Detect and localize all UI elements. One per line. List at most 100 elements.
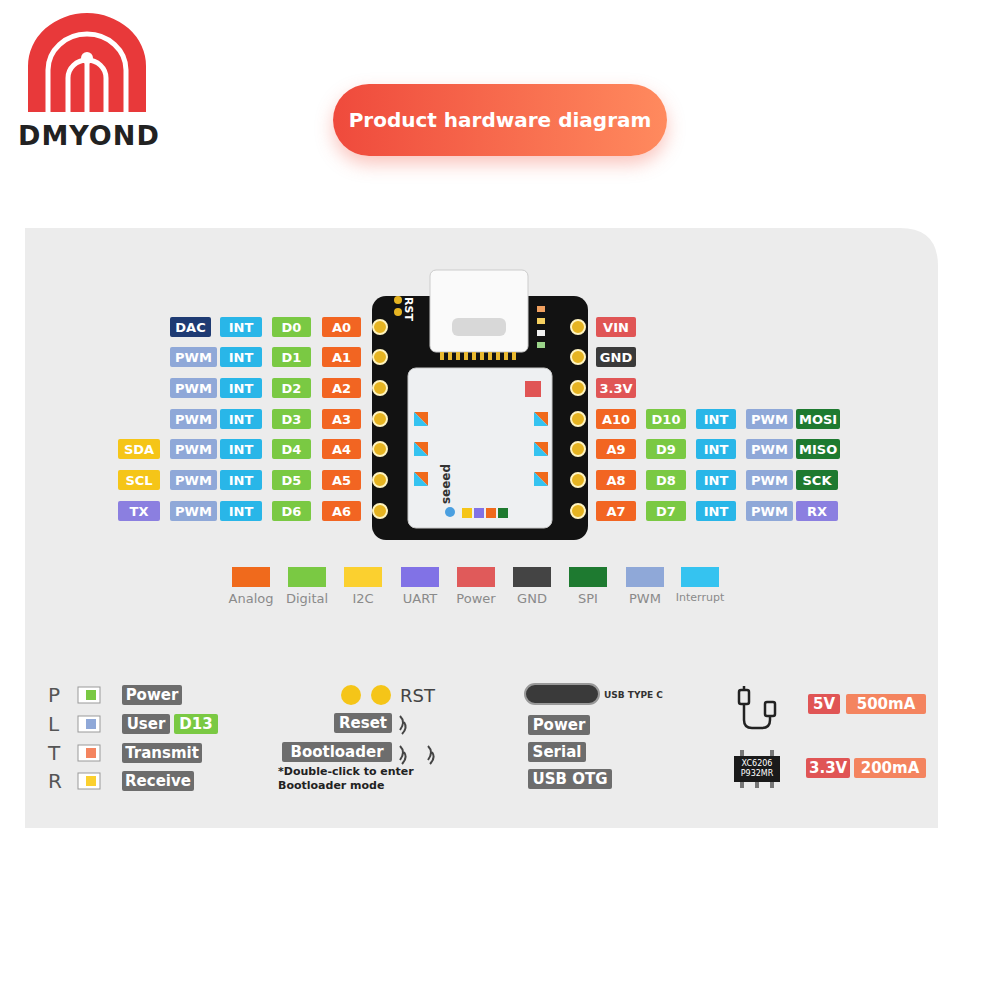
pin-tag: SDA: [118, 439, 160, 459]
cable-icon: [739, 686, 775, 728]
pin-tag: D8: [646, 470, 686, 490]
pin-tag: PWM: [746, 439, 793, 459]
legend-swatch: [232, 567, 270, 587]
label-text: *Double-click to enter Bootloader mode: [278, 765, 438, 793]
pin-tag: TX: [118, 501, 160, 521]
pin-tag: D2: [272, 378, 311, 398]
legend-label: Interrupt: [670, 591, 730, 604]
legend-swatch: [288, 567, 326, 587]
pin-tag: A6: [322, 501, 361, 521]
label-text: P932MR: [736, 769, 778, 779]
legend-swatch: [401, 567, 439, 587]
pin-tag: INT: [696, 409, 736, 429]
label-text: XC6206: [736, 759, 778, 769]
pin-tag: 3.3V: [806, 758, 850, 778]
pin-tag: INT: [220, 470, 262, 490]
pin-tag: A8: [596, 470, 636, 490]
pin-tag: A7: [596, 501, 636, 521]
usb-c-icon: [525, 684, 599, 704]
pin-tag: D3: [272, 409, 311, 429]
title-pill: Product hardware diagram: [333, 84, 667, 156]
label-text: USB TYPE C: [604, 688, 688, 702]
pin-tag: D5: [272, 470, 311, 490]
legend-label: I2C: [333, 591, 393, 606]
label-text: R: [48, 770, 70, 792]
regulator-chip: [734, 750, 780, 788]
pin-tag: PWM: [746, 470, 793, 490]
pin-tag: A4: [322, 439, 361, 459]
pin-tag: D0: [272, 317, 311, 337]
pin-tag: 5V: [808, 694, 840, 714]
pin-tag: USB OTG: [528, 769, 612, 789]
pin-tag: Receive: [122, 771, 194, 791]
pin-tag: D7: [646, 501, 686, 521]
pin-tag: INT: [220, 317, 262, 337]
pin-tag: 200mA: [854, 758, 926, 778]
pin-tag: INT: [220, 501, 262, 521]
pin-tag: Bootloader: [282, 742, 392, 762]
pin-tag: D10: [646, 409, 686, 429]
pin-tag: D1: [272, 347, 311, 367]
pin-tag: 500mA: [846, 694, 926, 714]
legend-swatch: [513, 567, 551, 587]
pin-tag: VIN: [596, 317, 636, 337]
pin-tag: Reset: [334, 713, 392, 733]
pin-tag: Serial: [528, 742, 586, 762]
pin-tag: INT: [220, 347, 262, 367]
legend-label: GND: [502, 591, 562, 606]
label-text: L: [48, 713, 70, 735]
pin-tag: Power: [122, 685, 182, 705]
pin-tag: INT: [220, 439, 262, 459]
pin-tag: A1: [322, 347, 361, 367]
legend-label: Power: [446, 591, 506, 606]
pin-tag: GND: [596, 347, 636, 367]
pin-tag: PWM: [746, 501, 793, 521]
pin-tag: D6: [272, 501, 311, 521]
pin-tag: INT: [696, 501, 736, 521]
panel: [25, 228, 938, 828]
pin-tag: MISO: [796, 439, 840, 459]
pin-tag: INT: [696, 470, 736, 490]
legend-swatch: [681, 567, 719, 587]
pin-tag: D9: [646, 439, 686, 459]
label-text: RST: [400, 685, 450, 707]
pin-tag: PWM: [170, 378, 217, 398]
legend-swatch: [457, 567, 495, 587]
pin-tag: PWM: [170, 347, 217, 367]
pin-tag: D13: [174, 714, 218, 734]
logo-text: DMYOND: [18, 120, 160, 150]
pin-tag: INT: [220, 409, 262, 429]
pin-tag: A3: [322, 409, 361, 429]
pin-tag: PWM: [746, 409, 793, 429]
legend-swatch: [626, 567, 664, 587]
pin-tag: PWM: [170, 501, 217, 521]
pin-tag: User: [122, 714, 170, 734]
led-icons: [78, 687, 100, 789]
label-text: T: [48, 742, 70, 764]
pin-tag: A9: [596, 439, 636, 459]
logo-mark: [28, 13, 146, 112]
label-text: RST: [402, 292, 416, 326]
pin-tag: A2: [322, 378, 361, 398]
legend-label: PWM: [615, 591, 675, 606]
pin-tag: SCK: [796, 470, 838, 490]
legend-swatch: [344, 567, 382, 587]
pin-tag: MOSI: [796, 409, 840, 429]
pin-tag: Transmit: [122, 743, 202, 763]
pin-tag: INT: [220, 378, 262, 398]
pin-tag: A10: [596, 409, 636, 429]
pin-tag: DAC: [170, 317, 211, 337]
pin-tag: A5: [322, 470, 361, 490]
pin-tag: RX: [796, 501, 838, 521]
legend-label: SPI: [558, 591, 618, 606]
legend-label: Digital: [277, 591, 337, 606]
pin-tag: Power: [528, 715, 590, 735]
pin-tag: 3.3V: [596, 378, 636, 398]
pin-tag: D4: [272, 439, 311, 459]
pin-tag: PWM: [170, 439, 217, 459]
pin-tag: A0: [322, 317, 361, 337]
xiao-board: [372, 270, 588, 540]
pin-tag: PWM: [170, 409, 217, 429]
pin-tag: SCL: [118, 470, 160, 490]
label-text: P: [48, 684, 70, 706]
